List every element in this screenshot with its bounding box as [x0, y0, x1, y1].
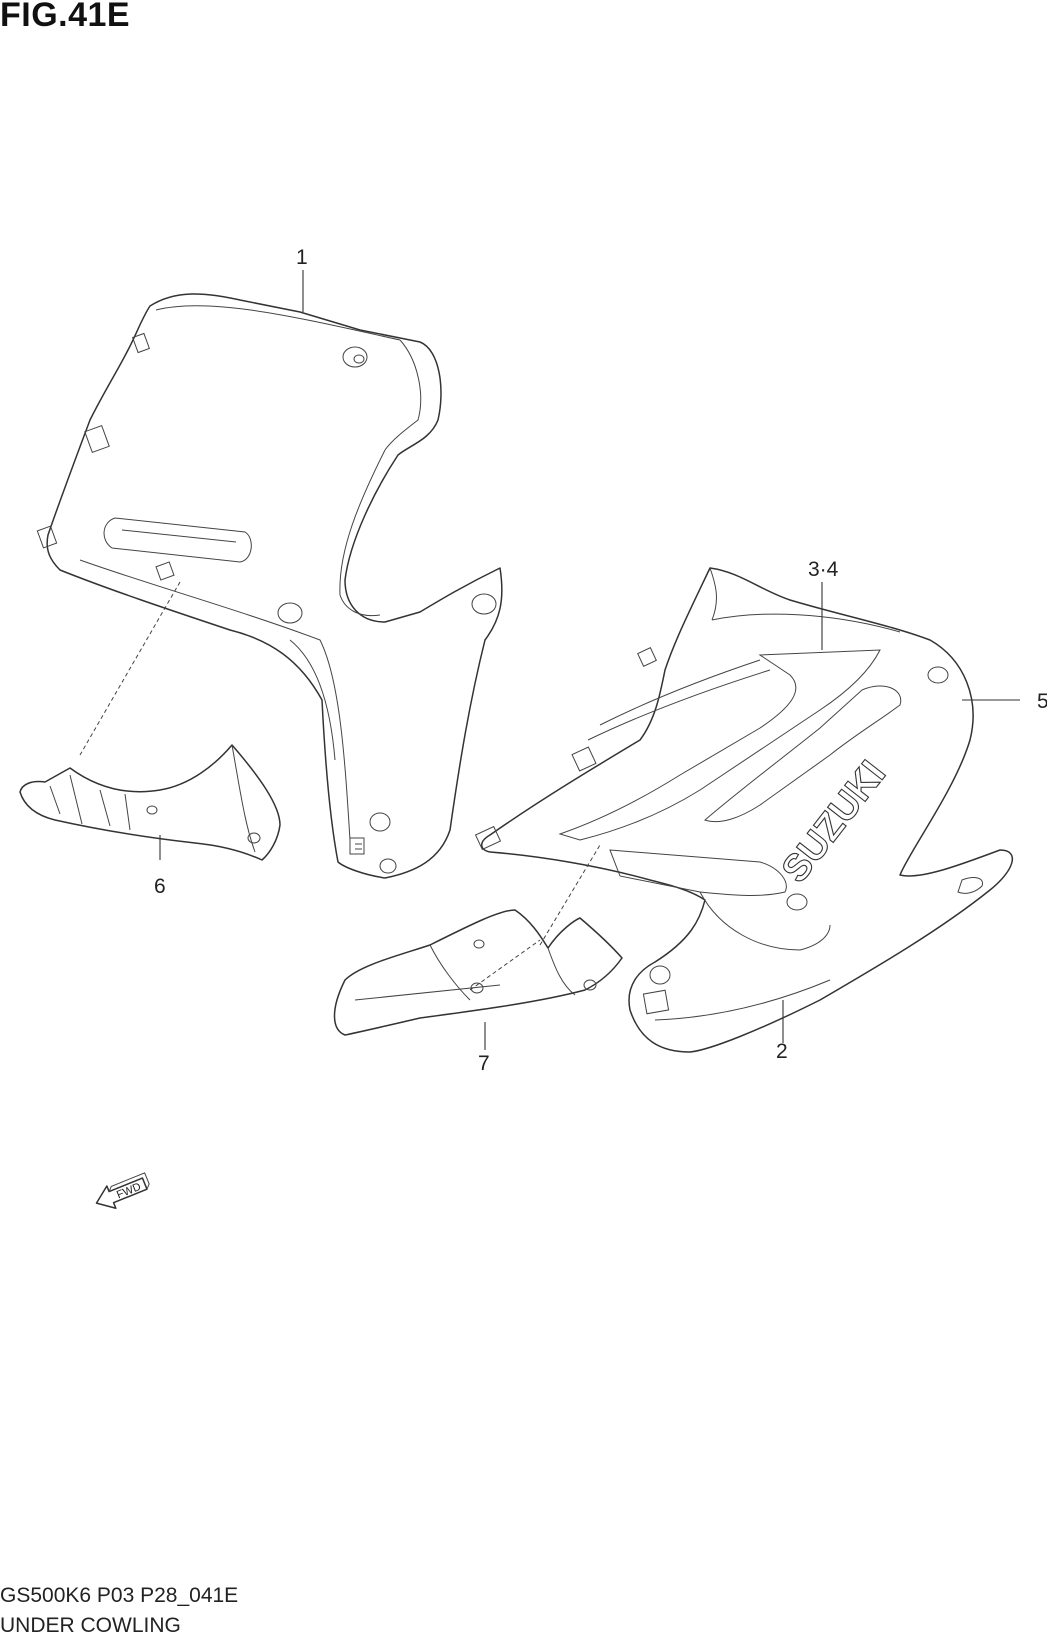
callout-5: 5: [1037, 690, 1047, 713]
decal-suzuki-text: SUZUKI: [774, 753, 894, 890]
fwd-arrow-icon: FWD: [95, 1172, 150, 1210]
part-7-stay: [333, 909, 623, 1036]
callout-7: 7: [478, 1052, 490, 1075]
footer-drawing-code: GS500K6 P03 P28_041E: [0, 1584, 239, 1607]
footer-section-name: UNDER COWLING: [0, 1614, 181, 1637]
callout-labels: 1 2 3·4 5 6 7: [154, 246, 1047, 1075]
callout-2: 2: [776, 1040, 788, 1063]
callout-3-4: 3·4: [808, 558, 839, 581]
leader-lines: [79, 270, 1020, 1050]
callout-1: 1: [296, 246, 308, 269]
part-2-under-cowling: SUZUKI: [474, 567, 1014, 1053]
part-1-inner-cowling: [36, 293, 503, 879]
figure-title: FIG.41E: [0, 0, 131, 34]
fwd-label: FWD: [115, 1181, 143, 1202]
callout-6: 6: [154, 875, 166, 898]
part-6-bracket: [19, 744, 281, 861]
